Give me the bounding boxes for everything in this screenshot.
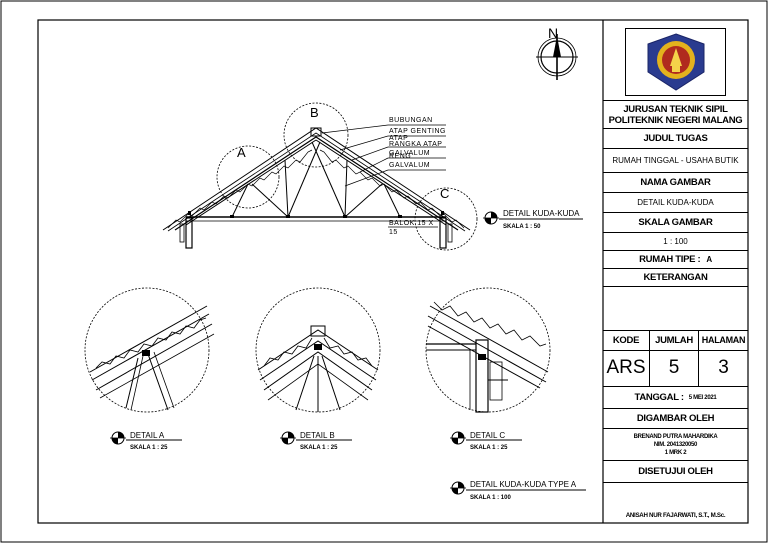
detail-a-scale: SKALA 1 : 25 (130, 445, 168, 451)
keterangan-area (603, 286, 748, 330)
institution-block: JURUSAN TEKNIK SIPIL POLITEKNIK NEGERI M… (603, 100, 748, 128)
label-bubungan: BUBUNGAN (389, 117, 433, 124)
detail-a-drawing (84, 287, 215, 413)
detail-b-title: DETAIL B (300, 431, 335, 440)
skala-value: 1 : 100 (603, 232, 748, 250)
detail-marker-type-a-icon (450, 481, 586, 495)
inner-border (37, 19, 749, 524)
detail-circle-c (414, 187, 478, 251)
north-label: N (548, 25, 558, 41)
annotation-leaders (321, 124, 446, 228)
detail-circle-a (216, 145, 280, 209)
jumlah-label: JUMLAH (650, 330, 699, 350)
main-detail-scale: SKALA 1 : 50 (503, 224, 541, 230)
truss-joints (188, 211, 444, 218)
disetujui-label: DISETUJUI OLEH (603, 460, 748, 482)
tanggal-label: TANGGAL : (634, 392, 685, 403)
digambar-label: DIGAMBAR OLEH (603, 408, 748, 428)
label-galvalum-1: GALVALUM (389, 150, 430, 157)
nama-gambar-label: NAMA GAMBAR (603, 172, 748, 192)
label-rangka-atap: RANGKA ATAP (389, 141, 442, 148)
jumlah-value: 5 (650, 350, 699, 386)
label-balok-2: 15 (389, 229, 398, 236)
rumah-tipe-row: RUMAH TIPE : A (603, 250, 748, 268)
section-marker-icon (483, 211, 583, 225)
drawer-class: 1 MRK 2 (664, 449, 687, 456)
type-a-scale: SKALA 1 : 100 (470, 495, 511, 501)
logo-frame (625, 28, 726, 96)
drawer-block: BRENAND PUTRA MAHARDIKA NIM. 2041320050 … (603, 428, 748, 460)
detail-c-title: DETAIL C (470, 431, 505, 440)
code-value-row (603, 350, 748, 386)
tanggal-value: 5 MEI 2021 (688, 394, 717, 401)
label-atap: ATAP (389, 135, 408, 142)
title-block: POLITEKNIK NEGERI MALANG JURUSAN TEKNIK … (603, 20, 748, 523)
north-arrow-icon (536, 34, 578, 80)
kode-value: ARS (603, 350, 650, 386)
drawer-nim: NIM. 2041320050 (653, 441, 698, 448)
detail-b-drawing (255, 287, 381, 413)
judul-value: RUMAH TINGGAL - USAHA BUTIK (603, 148, 748, 172)
detail-marker-c-icon (450, 431, 522, 445)
polinema-logo-icon (647, 33, 704, 91)
detail-c-drawing (425, 287, 551, 413)
circle-label-b: B (310, 105, 319, 120)
detail-marker-a-icon (110, 431, 182, 445)
tanggal-row: TANGGAL : 5 MEI 2021 (603, 386, 748, 408)
drawer-name: BRENAND PUTRA MAHARDIKA (633, 433, 718, 440)
keterangan-label: KETERANGAN (603, 268, 748, 286)
approver-name: ANISAH NUR FAJARWATI, S.T., M.Sc. (603, 482, 748, 523)
skala-label: SKALA GAMBAR (603, 212, 748, 232)
roof-truss (162, 127, 471, 249)
circle-label-c: C (440, 186, 449, 201)
kode-label: KODE (603, 330, 650, 350)
label-balok-1: BALOK 15 X (389, 220, 434, 227)
detail-circle-b (283, 102, 349, 168)
detail-a-title: DETAIL A (130, 431, 165, 440)
nama-gambar-value: DETAIL KUDA-KUDA (603, 192, 748, 212)
detail-c-scale: SKALA 1 : 25 (470, 445, 508, 451)
label-reng: RENG (389, 153, 411, 160)
type-a-title: DETAIL KUDA-KUDA TYPE A (470, 480, 577, 489)
halaman-value: 3 (718, 357, 729, 378)
code-header-row (603, 330, 748, 350)
institution-line-1: JURUSAN TEKNIK SIPIL (623, 103, 728, 115)
label-atap-genting: ATAP GENTING (389, 128, 446, 135)
main-detail-title: DETAIL KUDA-KUDA (503, 209, 580, 218)
halaman-label: HALAMAN (701, 335, 746, 345)
detail-marker-b-icon (280, 431, 352, 445)
detail-b-scale: SKALA 1 : 25 (300, 445, 338, 451)
label-galvalum-2: GALVALUM (389, 162, 430, 169)
circle-label-a: A (237, 145, 246, 160)
logo-text: POLITEKNIK NEGERI MALANG (603, 20, 604, 21)
rumah-tipe-value: A (706, 255, 712, 264)
rumah-tipe-label: RUMAH TIPE : (639, 254, 701, 265)
judul-label: JUDUL TUGAS (603, 128, 748, 148)
institution-line-2: POLITEKNIK NEGERI MALANG (608, 114, 743, 126)
